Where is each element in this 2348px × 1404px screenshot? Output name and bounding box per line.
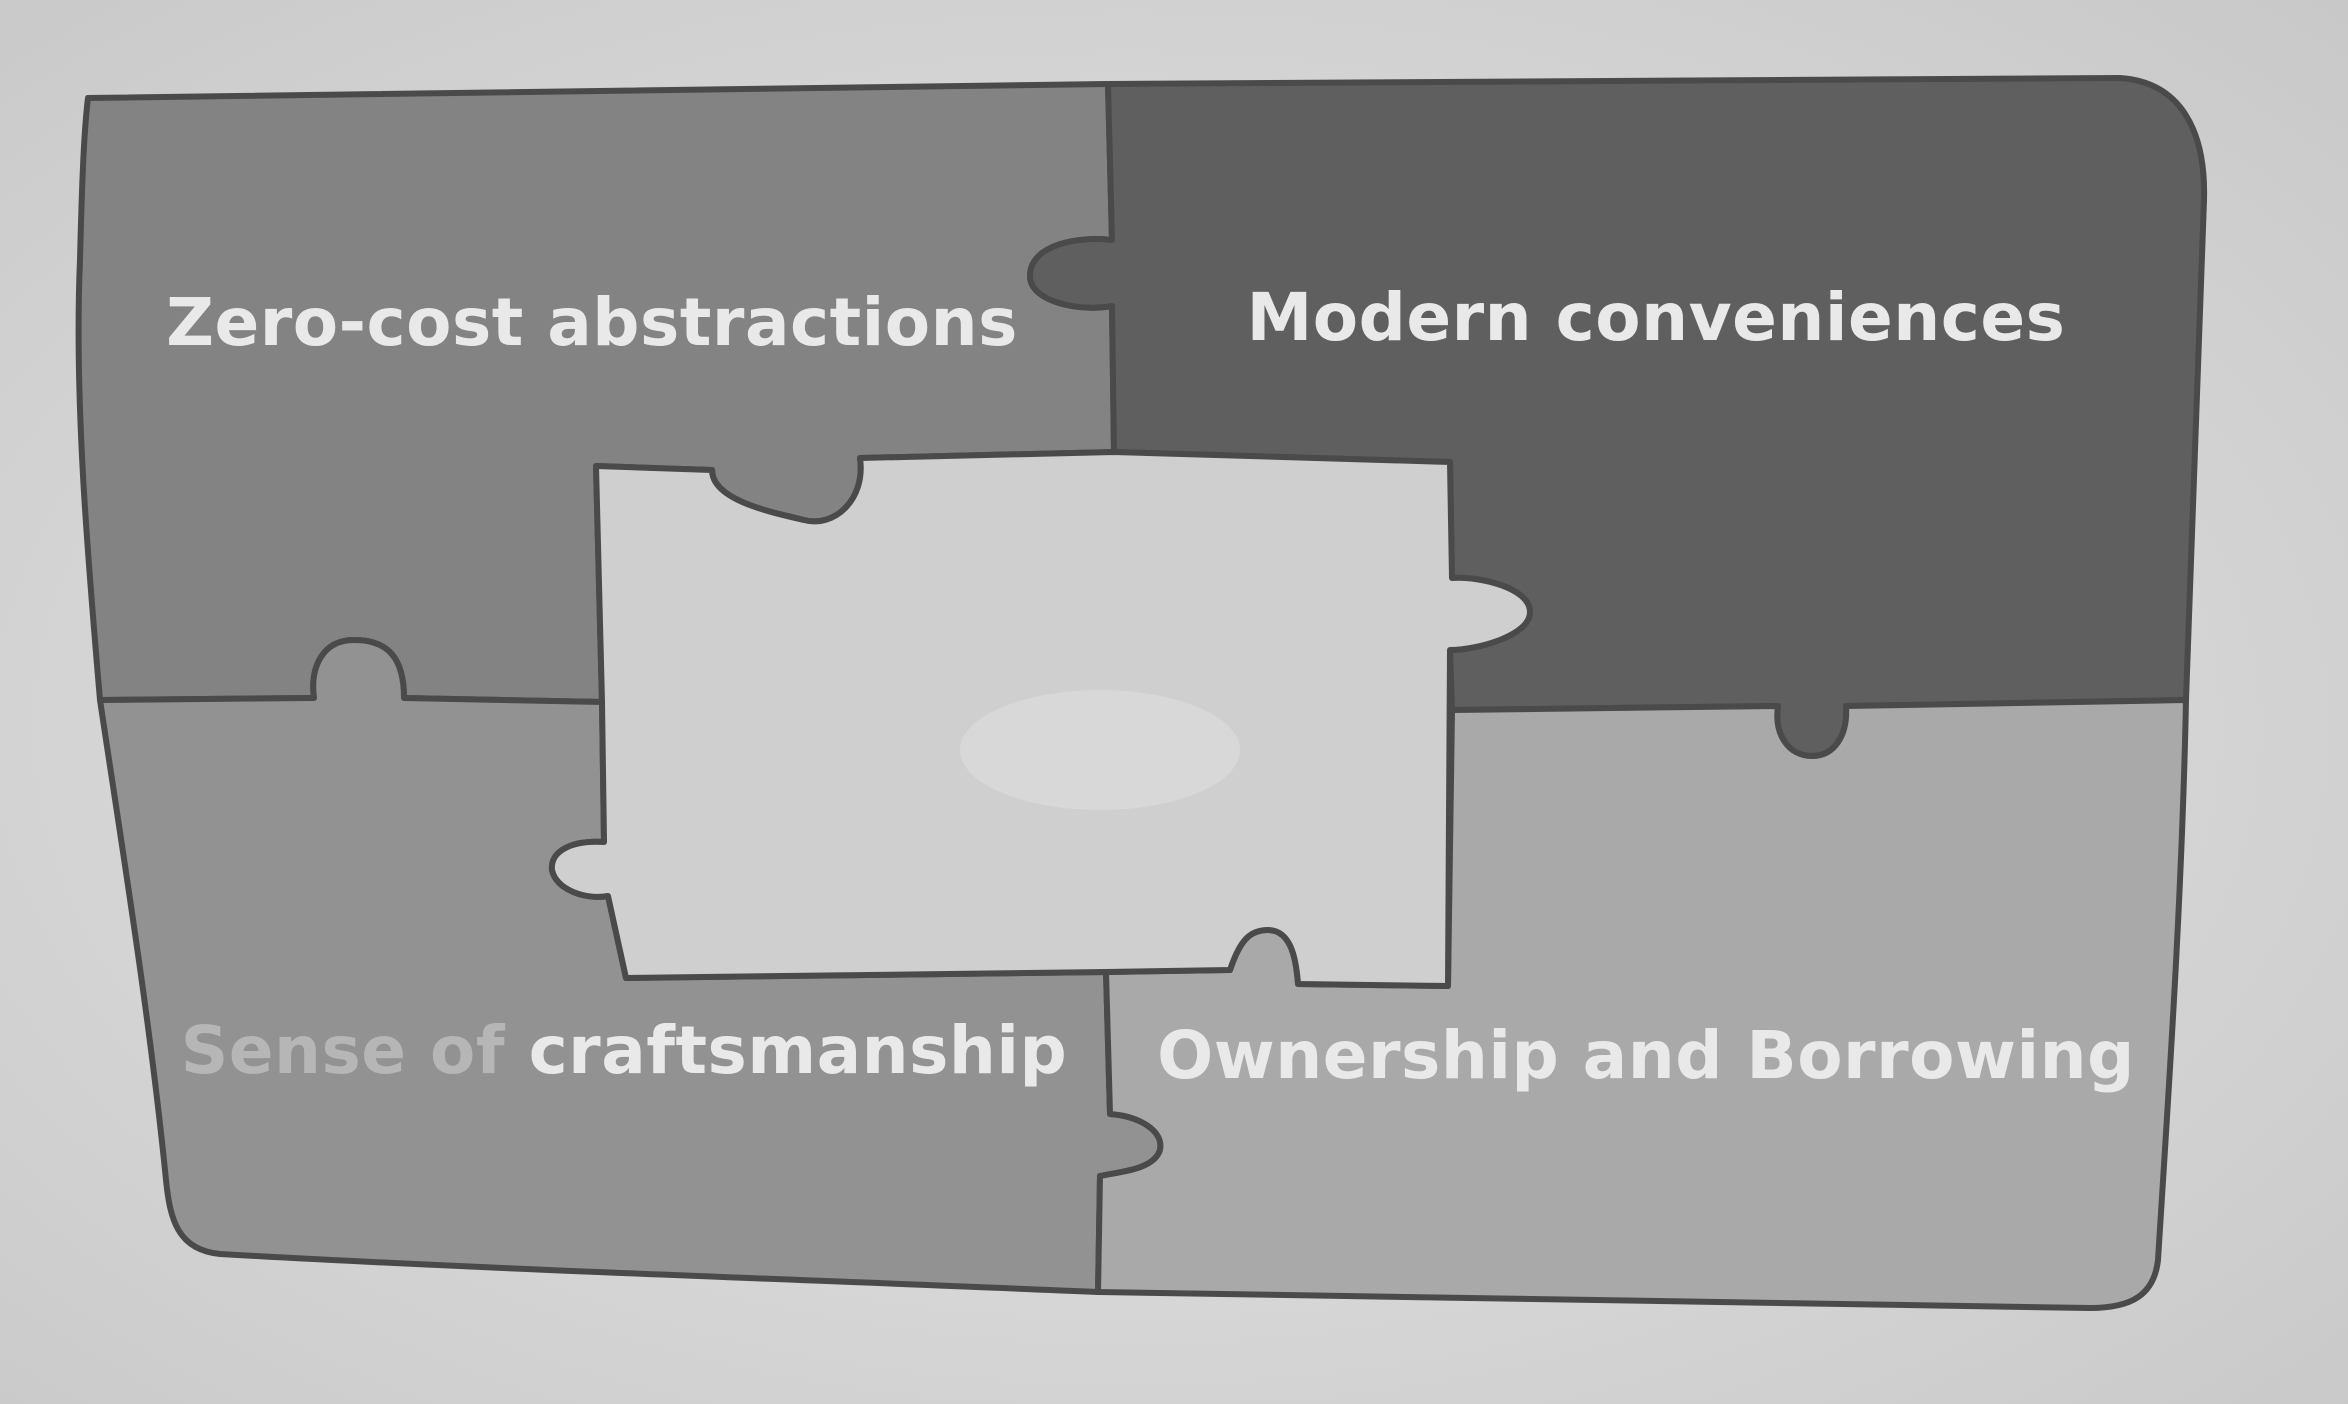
label-sense-of-craftsmanship: Sense of craftsmanship: [181, 1012, 1068, 1089]
label-sense-of-prefix: Sense of: [181, 1012, 529, 1089]
label-ownership-and-borrowing: Ownership and Borrowing: [1157, 1017, 2135, 1094]
label-zero-cost-abstractions: Zero-cost abstractions: [166, 284, 1018, 361]
label-modern-conveniences: Modern conveniences: [1247, 279, 2066, 356]
label-craftsmanship: craftsmanship: [529, 1012, 1068, 1089]
center-highlight: [960, 690, 1240, 810]
